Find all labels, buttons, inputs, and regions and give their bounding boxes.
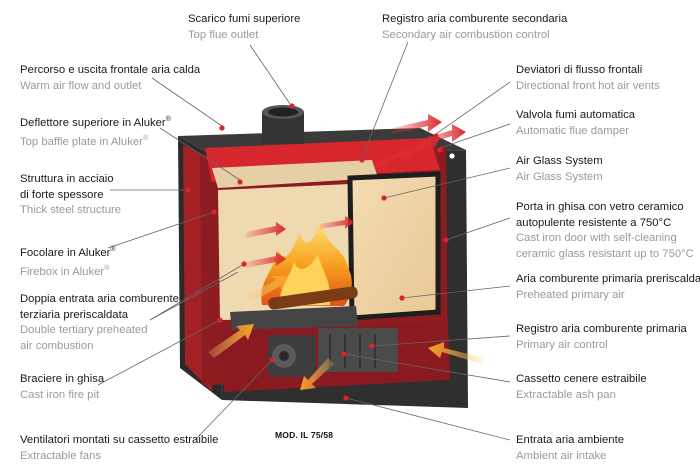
label-firebox-aluker: Focolare in Aluker® Firebox in Aluker® <box>20 246 116 279</box>
callout-dots <box>185 103 455 401</box>
label-front-hot-air-vents: Deviatori di flusso frontali Directional… <box>516 64 660 92</box>
label-warm-air-flow: Percorso e uscita frontale aria calda Wa… <box>20 64 201 92</box>
label-air-glass-system: Air Glass System Air Glass System <box>516 155 603 183</box>
label-cast-iron-fire-pit: Braciere in ghisa Cast iron fire pit <box>20 373 105 401</box>
leader-lines <box>97 41 511 441</box>
red-air-arrows <box>246 114 466 268</box>
label-preheated-primary-air: Aria comburente primaria preriscaldata P… <box>516 273 700 301</box>
label-extractable-fans: Ventilatori montati su cassetto estraibi… <box>20 434 219 462</box>
yellow-air-arrows <box>208 276 484 390</box>
label-extractable-ash-pan: Cassetto cenere estraibile Extractable a… <box>516 373 647 401</box>
label-cast-iron-door: Porta in ghisa con vetro ceramico autopu… <box>516 201 694 260</box>
label-ambient-air-intake: Entrata aria ambiente Ambient air intake <box>516 434 625 462</box>
label-top-baffle-plate: Deflettore superiore in Aluker® Top baff… <box>20 116 171 149</box>
label-top-flue-outlet: Scarico fumi superiore Top flue outlet <box>188 13 301 41</box>
label-automatic-flue-damper: Valvola fumi automatica Automatic flue d… <box>516 109 636 137</box>
model-code: MOD. IL 75/58 <box>275 430 334 440</box>
label-secondary-air-control: Registro aria comburente secondaria Seco… <box>382 13 568 41</box>
stove-body <box>178 105 468 408</box>
label-double-tertiary-air: Doppia entrata aria comburente terziaria… <box>20 293 179 352</box>
label-primary-air-control: Registro aria comburente primaria Primar… <box>516 323 687 351</box>
label-thick-steel-structure: Struttura in acciaio di forte spessore T… <box>20 173 122 216</box>
